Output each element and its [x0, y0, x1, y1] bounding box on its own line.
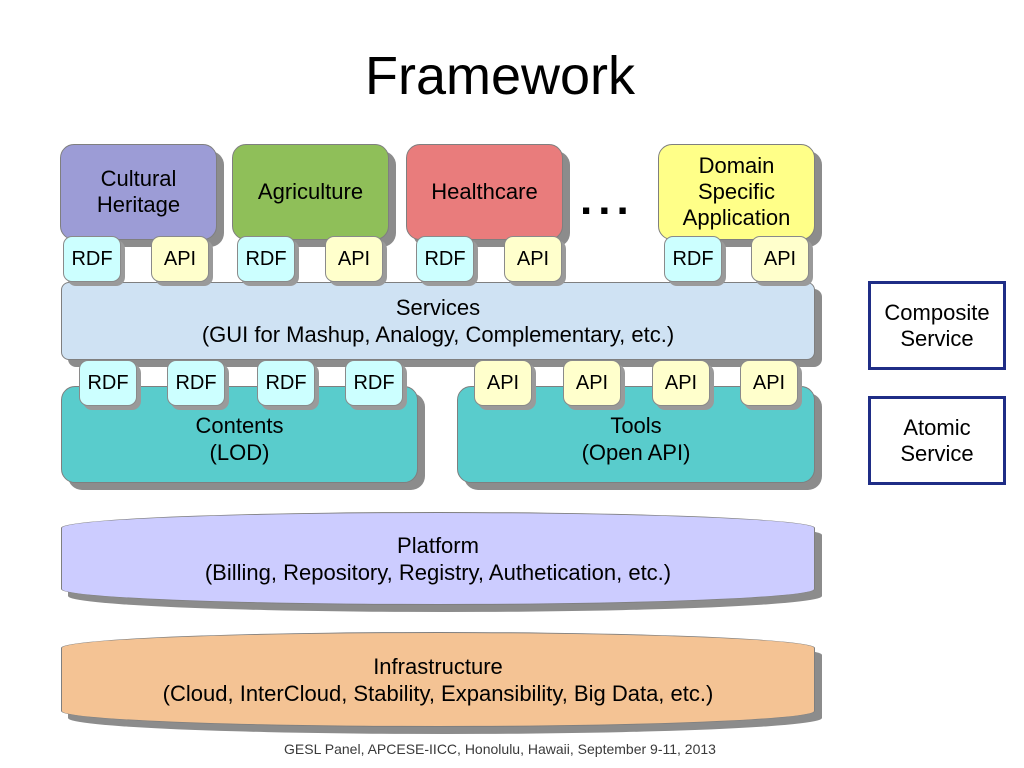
- atomic-line: Service: [900, 440, 974, 466]
- rdf-tag: RDF: [63, 236, 121, 282]
- more-apps-ellipsis: ...: [580, 175, 635, 224]
- rdf-tag: RDF: [664, 236, 722, 282]
- tools-description: (Open API): [581, 439, 691, 465]
- api-tag: API: [474, 360, 532, 406]
- contents-description: (LOD): [209, 439, 270, 465]
- app-label-line: Heritage: [96, 192, 181, 217]
- rdf-tag: RDF: [416, 236, 474, 282]
- services-layer: Services (GUI for Mashup, Analogy, Compl…: [61, 282, 815, 360]
- app-label-line: Agriculture: [257, 179, 364, 204]
- rdf-tag: RDF: [79, 360, 137, 406]
- tools-title: Tools: [610, 412, 662, 438]
- platform-title: Platform: [397, 532, 479, 558]
- app-label-line: Cultural: [100, 166, 177, 191]
- infrastructure-title: Infrastructure: [373, 653, 503, 679]
- services-title: Services: [395, 295, 481, 320]
- rdf-tag: RDF: [345, 360, 403, 406]
- api-tag: API: [652, 360, 710, 406]
- app-healthcare: Healthcare: [406, 144, 563, 240]
- slide-title: Framework: [364, 46, 636, 106]
- app-domain-specific: Domain Specific Application: [658, 144, 815, 240]
- app-cultural-heritage: Cultural Heritage: [60, 144, 217, 240]
- composite-service-label: Composite Service: [868, 281, 1006, 370]
- api-tag: API: [151, 236, 209, 282]
- services-description: (GUI for Mashup, Analogy, Complementary,…: [201, 322, 675, 347]
- composite-line: Service: [900, 325, 974, 351]
- composite-line: Composite: [884, 299, 990, 325]
- rdf-tag: RDF: [167, 360, 225, 406]
- app-label-line: Specific: [697, 179, 776, 204]
- platform-description: (Billing, Repository, Registry, Authetic…: [204, 559, 672, 585]
- atomic-service-label: Atomic Service: [868, 396, 1006, 485]
- app-label-line: Domain: [698, 153, 775, 178]
- rdf-tag: RDF: [257, 360, 315, 406]
- api-tag: API: [740, 360, 798, 406]
- api-tag: API: [751, 236, 809, 282]
- api-tag: API: [325, 236, 383, 282]
- app-label-line: Healthcare: [431, 179, 538, 204]
- footer-caption: GESL Panel, APCESE-IICC, Honolulu, Hawai…: [284, 741, 716, 757]
- atomic-line: Atomic: [903, 414, 971, 440]
- api-tag: API: [563, 360, 621, 406]
- app-label-line: Application: [682, 205, 791, 230]
- api-tag: API: [504, 236, 562, 282]
- app-agriculture: Agriculture: [232, 144, 389, 240]
- rdf-tag: RDF: [237, 236, 295, 282]
- infrastructure-description: (Cloud, InterCloud, Stability, Expansibi…: [162, 680, 714, 706]
- contents-title: Contents: [195, 412, 284, 438]
- infrastructure-layer: Infrastructure (Cloud, InterCloud, Stabi…: [61, 632, 815, 727]
- platform-layer: Platform (Billing, Repository, Registry,…: [61, 512, 815, 605]
